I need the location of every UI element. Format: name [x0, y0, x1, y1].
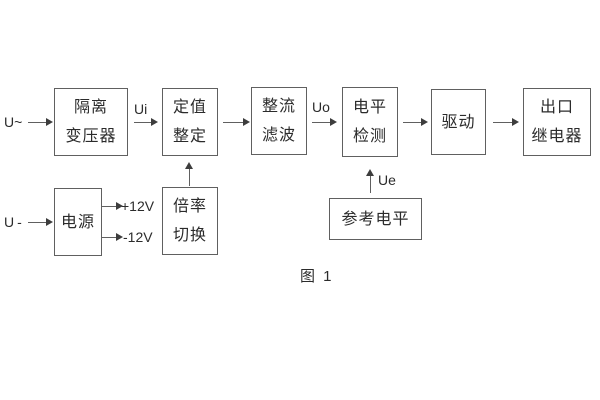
block-label: 出口: [539, 99, 574, 116]
block-drive: 驱动: [431, 89, 486, 155]
arrow-power-minus12: [102, 233, 123, 242]
arrow-level-to-drive: [403, 118, 428, 127]
arrow-power-plus12: [102, 202, 123, 211]
label-uo: Uo: [312, 99, 330, 115]
block-label: 驱动: [441, 113, 476, 131]
block-label: 隔离: [73, 99, 108, 116]
block-label: 检测: [352, 128, 387, 145]
label-ue: Ue: [378, 172, 396, 188]
block-label: 切换: [172, 227, 207, 244]
arrow-drive-to-relay: [493, 118, 519, 127]
block-rectify-filter: 整流 滤波: [251, 87, 307, 155]
block-label: 电源: [60, 213, 95, 231]
block-level-detection: 电平 检测: [342, 87, 398, 157]
figure-caption: 图 1: [300, 268, 334, 285]
block-label: 倍率: [172, 198, 207, 215]
block-label: 整流: [261, 98, 296, 115]
block-label: 继电器: [531, 128, 583, 145]
arrow-rectifier-to-level: [312, 118, 337, 127]
label-minus-12v: -12V: [123, 229, 153, 245]
block-label: 参考电平: [341, 210, 410, 228]
block-power-supply: 电源: [54, 188, 102, 256]
label-u-ac: U~: [4, 114, 23, 130]
label-ui: Ui: [134, 101, 148, 117]
block-setting-adjustment: 定值 整定: [162, 88, 218, 156]
label-u-dc: U-: [4, 214, 25, 230]
block-label: 变压器: [65, 128, 117, 145]
arrow-setting-to-rectifier: [223, 118, 250, 127]
block-label: 电平: [352, 99, 387, 116]
block-label: 整定: [172, 128, 207, 145]
block-isolation-transformer: 隔离 变压器: [54, 88, 128, 156]
block-output-relay: 出口 继电器: [523, 88, 591, 156]
arrow-udc-input: [28, 218, 53, 227]
block-label: 滤波: [261, 127, 296, 144]
block-ratio-switching: 倍率 切换: [162, 187, 218, 255]
block-label: 定值: [172, 99, 207, 116]
arrow-transformer-to-setting: [134, 118, 158, 127]
arrow-uac-input: [28, 118, 53, 127]
arrow-reference-to-level: [366, 169, 375, 193]
block-reference-level: 参考电平: [329, 198, 422, 240]
label-plus-12v: +12V: [121, 198, 155, 214]
arrow-ratio-to-setting: [185, 162, 194, 186]
